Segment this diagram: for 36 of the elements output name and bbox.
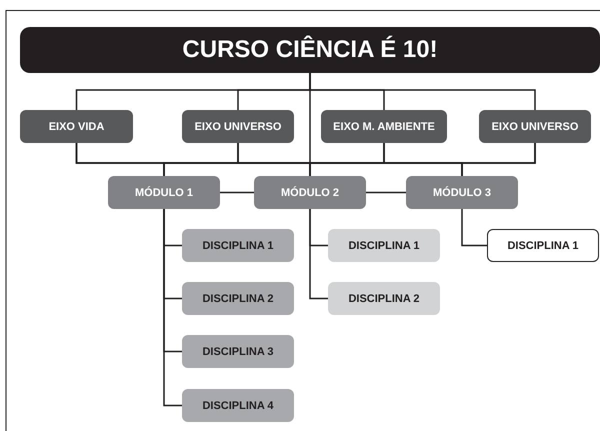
connector-line — [309, 209, 328, 300]
module-box — [406, 176, 518, 209]
discipline-box — [182, 229, 294, 262]
node-label: DISCIPLINA 2 — [348, 292, 420, 304]
title-text: CURSO CIÊNCIA É 10! — [182, 36, 438, 64]
node-label: EIXO M. AMBIENTE — [333, 120, 435, 132]
connector-line — [461, 209, 487, 246]
module-box — [254, 176, 366, 209]
axis-box — [321, 110, 447, 143]
connector-line — [461, 143, 536, 176]
node-label: DISCIPLINA 2 — [202, 292, 274, 304]
title-banner — [20, 27, 600, 73]
node-label: MÓDULO 3 — [432, 186, 492, 198]
node-label: DISCIPLINA 3 — [202, 346, 274, 358]
discipline-box — [328, 282, 440, 315]
node-label: EIXO UNIVERSO — [492, 120, 578, 132]
discipline-box — [182, 282, 294, 315]
discipline-box — [328, 229, 440, 262]
discipline-box — [182, 389, 294, 422]
module-box — [108, 176, 220, 209]
axis-box — [20, 110, 133, 143]
connector-line — [220, 192, 254, 194]
node-label: DISCIPLINA 1 — [202, 240, 274, 252]
node-label: EIXO VIDA — [48, 120, 104, 132]
axis-box — [182, 110, 294, 143]
discipline-box — [182, 335, 294, 368]
node-label: DISCIPLINA 4 — [202, 400, 274, 412]
node-label: MÓDULO 1 — [134, 186, 194, 198]
connector-line — [163, 209, 182, 406]
node-label: EIXO UNIVERSO — [194, 120, 282, 132]
axis-box — [479, 110, 591, 143]
node-label: DISCIPLINA 1 — [507, 240, 579, 252]
connector-line — [366, 192, 406, 194]
node-label: MÓDULO 2 — [280, 186, 340, 198]
node-label: DISCIPLINA 1 — [348, 240, 420, 252]
discipline-box — [487, 229, 599, 262]
